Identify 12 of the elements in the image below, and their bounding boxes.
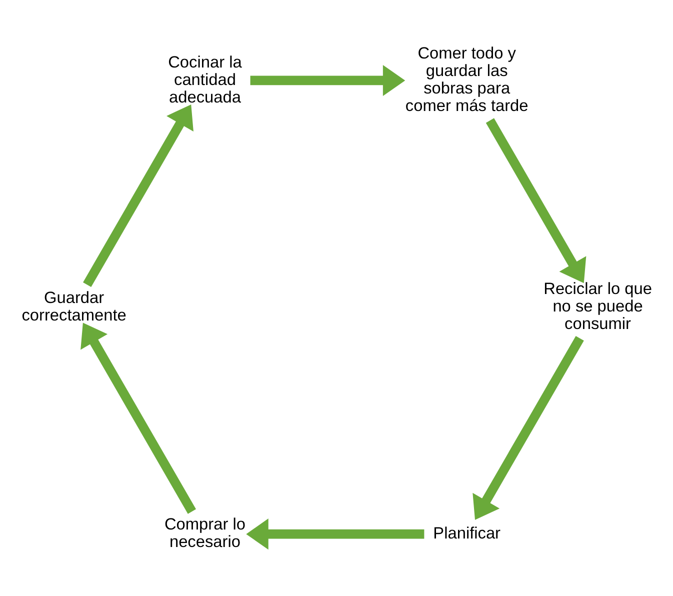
arrow bbox=[250, 64, 406, 96]
arrow bbox=[472, 336, 584, 520]
node-text: Reciclar lo que no se puede consumir bbox=[544, 280, 652, 333]
node-text: Comprar lo necesario bbox=[164, 515, 246, 551]
arrow bbox=[246, 518, 424, 550]
node-text: Cocinar la cantidad adecuada bbox=[168, 52, 242, 106]
arrow bbox=[486, 118, 586, 283]
arrow bbox=[80, 322, 196, 514]
node-text: Planificar bbox=[433, 524, 501, 542]
arrow bbox=[83, 104, 194, 287]
node-text: Guardar correctamente bbox=[22, 288, 126, 324]
node-text: Comer todo y guardar las sobras para comer más tarde bbox=[405, 44, 528, 115]
